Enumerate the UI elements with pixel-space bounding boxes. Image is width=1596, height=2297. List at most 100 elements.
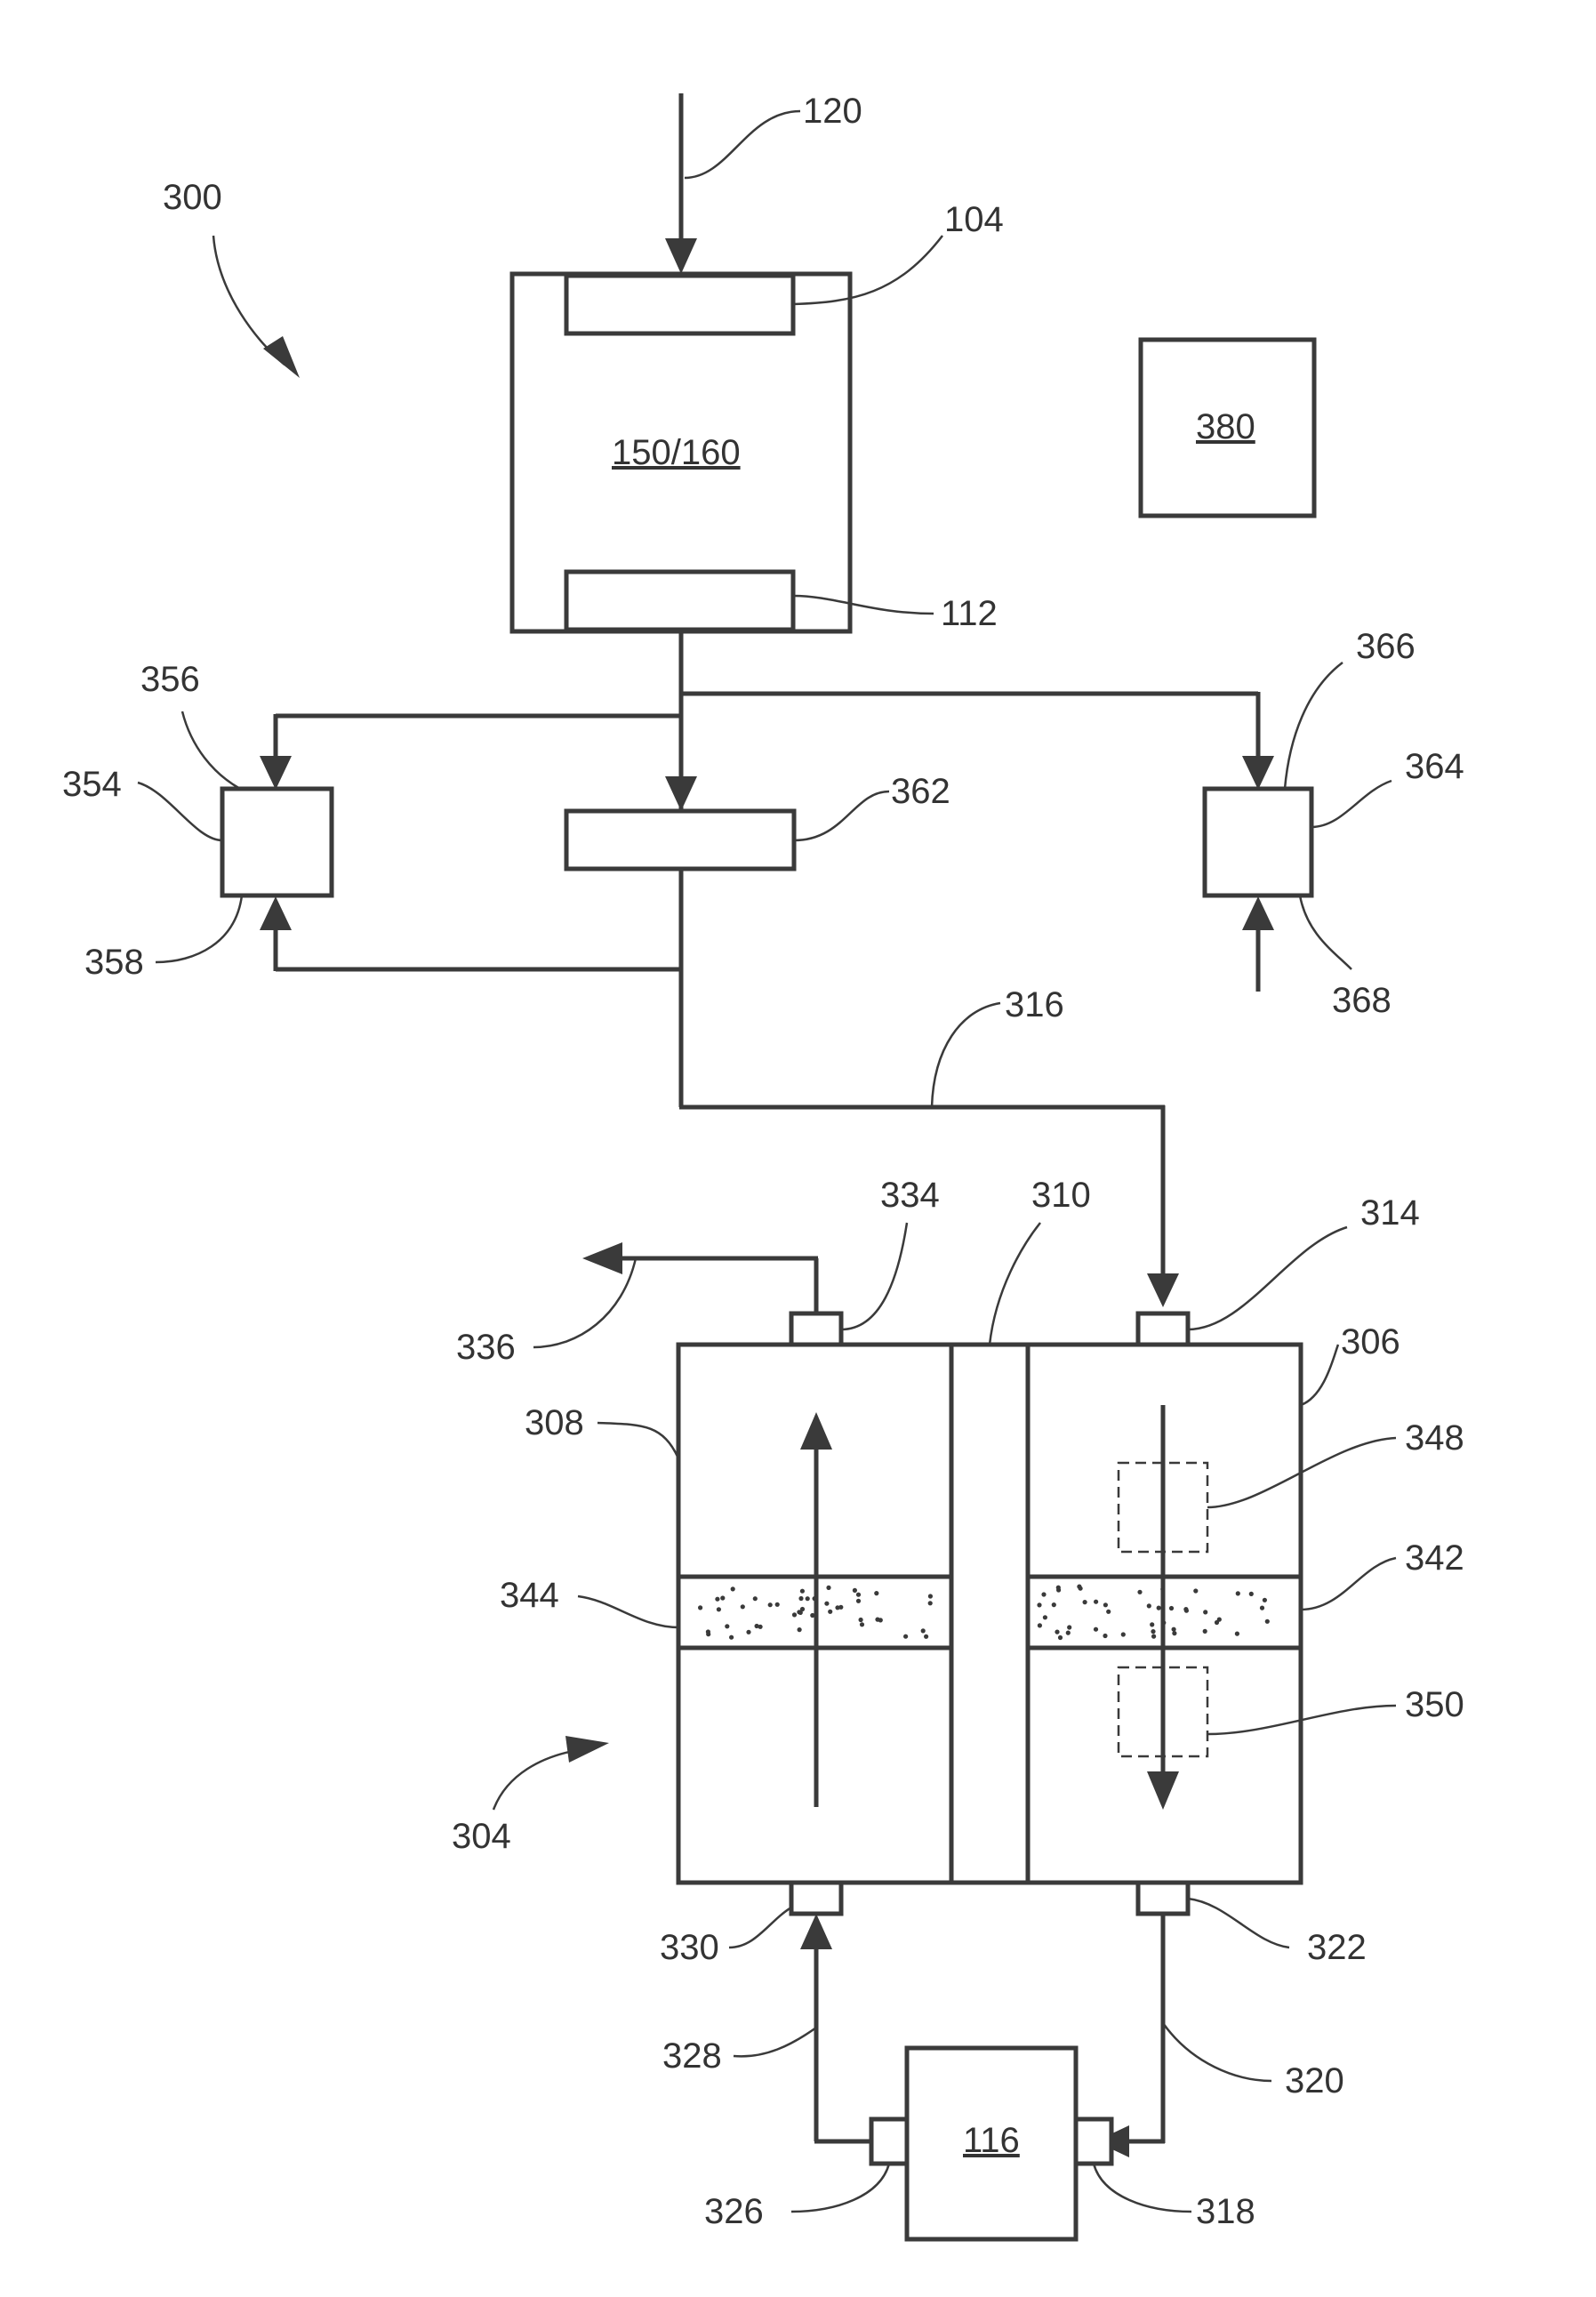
leader-330 <box>729 1907 791 1948</box>
stipple-dot <box>715 1597 719 1602</box>
label-300: 300 <box>163 178 222 217</box>
stipple-dot <box>1058 1635 1063 1640</box>
stipple-dot <box>1083 1600 1087 1604</box>
stipple-dot <box>717 1607 721 1611</box>
arrowhead-366 <box>1242 756 1274 790</box>
stipple-dot <box>1037 1602 1041 1607</box>
label-356: 356 <box>140 660 200 699</box>
stipple-dot <box>856 1593 861 1597</box>
label-326: 326 <box>704 2192 764 2231</box>
leader-344 <box>578 1596 678 1627</box>
stipple-dot <box>798 1627 802 1632</box>
stipple-dot <box>1067 1625 1071 1629</box>
label-380: 380 <box>1196 407 1255 446</box>
arrowhead-336 <box>582 1242 622 1274</box>
leader-366 <box>1285 663 1343 789</box>
stipple-dot <box>731 1586 735 1591</box>
leader-354 <box>138 783 222 840</box>
leader-318 <box>1094 2164 1191 2212</box>
stipple-dot <box>1077 1585 1081 1589</box>
arrowhead-356 <box>260 756 292 790</box>
stipple-dot <box>903 1634 908 1639</box>
label-322: 322 <box>1307 1928 1367 1967</box>
label-368: 368 <box>1332 981 1391 1020</box>
leader-120 <box>685 111 800 178</box>
leader-362 <box>794 791 889 840</box>
stipple-dot <box>775 1602 780 1607</box>
stipple-dot <box>698 1605 702 1610</box>
stipple-dot <box>1193 1588 1198 1593</box>
port-322 <box>1138 1883 1188 1914</box>
arrowhead-358 <box>260 896 292 930</box>
stipple-dot <box>1094 1600 1098 1604</box>
stipple-dot <box>1235 1632 1239 1636</box>
stipple-dot <box>1184 1609 1189 1613</box>
arrowhead-362 <box>665 776 697 811</box>
leader-342 <box>1301 1558 1396 1610</box>
stipple-dot <box>1263 1598 1267 1602</box>
label-334: 334 <box>880 1176 940 1215</box>
stipple-dot <box>792 1612 797 1617</box>
stipple-dot <box>1094 1627 1098 1632</box>
stipple-dot <box>1147 1603 1151 1608</box>
stipple-dot <box>1121 1632 1126 1636</box>
leader-316 <box>932 1003 1000 1107</box>
label-314: 314 <box>1360 1193 1420 1233</box>
separator-310 <box>951 1345 1028 1883</box>
label-112: 112 <box>941 594 998 633</box>
stipple-dot <box>928 1601 933 1605</box>
label-150-160: 150/160 <box>612 433 741 472</box>
label-308: 308 <box>525 1403 584 1442</box>
label-364: 364 <box>1405 747 1464 786</box>
stipple-dot <box>1172 1631 1176 1635</box>
port-330 <box>791 1883 841 1914</box>
label-304: 304 <box>452 1817 511 1856</box>
stipple-dot <box>1043 1615 1047 1619</box>
stipple-dot <box>1103 1634 1107 1638</box>
label-316: 316 <box>1005 985 1064 1024</box>
label-342: 342 <box>1405 1538 1464 1578</box>
label-330: 330 <box>660 1928 719 1967</box>
stipple-dot <box>1106 1610 1111 1614</box>
stipple-dot <box>706 1632 710 1636</box>
stipple-dot <box>1137 1590 1142 1594</box>
stipple-dot <box>798 1596 803 1601</box>
port-318 <box>1076 2119 1111 2164</box>
port-326 <box>871 2119 907 2164</box>
stipple-dot <box>1052 1602 1056 1607</box>
stipple-dot <box>875 1618 879 1622</box>
stipple-dot <box>1265 1619 1270 1624</box>
stipple-dot <box>1249 1592 1254 1596</box>
leader-306 <box>1301 1345 1338 1405</box>
leader-328 <box>734 2028 816 2056</box>
stipple-dot <box>720 1595 725 1600</box>
label-104: 104 <box>944 200 1004 239</box>
label-358: 358 <box>84 943 144 982</box>
leader-320 <box>1163 2023 1271 2081</box>
label-350: 350 <box>1405 1685 1464 1724</box>
leader-358 <box>156 896 242 962</box>
stipple-dot <box>1056 1587 1061 1592</box>
leader-322 <box>1188 1899 1289 1948</box>
port-314 <box>1138 1313 1188 1345</box>
label-354: 354 <box>62 765 122 804</box>
stipple-dot <box>838 1605 843 1610</box>
stipple-dot <box>1260 1606 1264 1610</box>
stipple-dot <box>753 1596 758 1601</box>
stipple-dot <box>1151 1634 1156 1639</box>
stipple-dot <box>1157 1606 1161 1610</box>
leader-308 <box>597 1423 678 1458</box>
stipple-dot <box>928 1594 933 1598</box>
arrowhead-300 <box>263 336 300 378</box>
port-334 <box>791 1313 841 1345</box>
stipple-dot <box>860 1622 864 1626</box>
stipple-dot <box>853 1588 857 1593</box>
leader-304 <box>493 1750 578 1810</box>
stipple-dot <box>1066 1631 1071 1635</box>
leader-356 <box>182 711 240 789</box>
leader-310 <box>990 1223 1040 1345</box>
label-116: 116 <box>963 2121 1020 2160</box>
label-336: 336 <box>456 1328 516 1367</box>
stipple-dot <box>824 1602 829 1606</box>
component-112 <box>566 572 793 630</box>
